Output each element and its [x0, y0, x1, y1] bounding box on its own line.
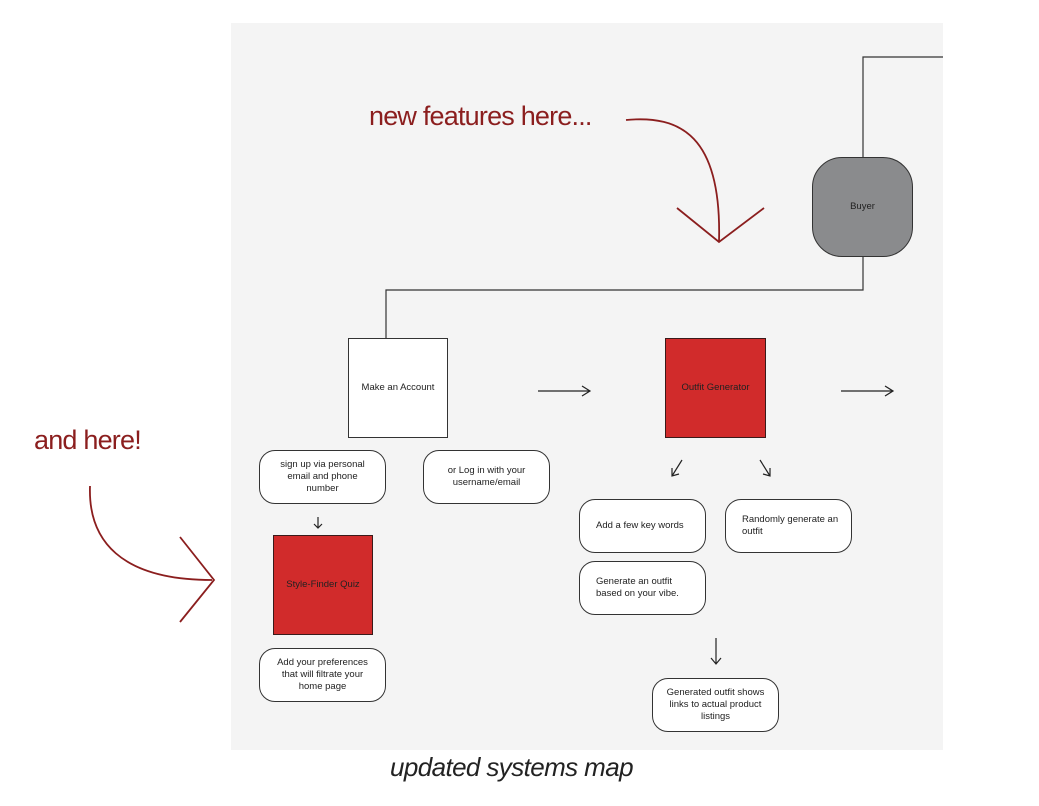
make-account-node: Make an Account — [348, 338, 448, 438]
outfit-generator-label: Outfit Generator — [681, 382, 750, 394]
vibe-label: Generate an outfit based on your vibe. — [596, 576, 679, 599]
preferences-label: Add your preferences that will filtrate … — [277, 657, 368, 692]
annotation-new-features: new features here... — [369, 101, 592, 131]
login-node: or Log in with your username/email — [423, 450, 550, 504]
generated-label: Generated outfit shows links to actual p… — [666, 687, 765, 722]
annotation-and-here: and here! — [34, 425, 142, 455]
random-label: Randomly generate an outfit — [742, 514, 839, 537]
outfit-generator-node: Outfit Generator — [665, 338, 766, 438]
buyer-node: Buyer — [812, 157, 913, 257]
diagram-board — [231, 23, 943, 750]
diagram-caption: updated systems map — [390, 752, 634, 782]
random-node: Randomly generate an outfit — [725, 499, 852, 553]
keywords-label: Add a few key words — [596, 520, 684, 532]
style-quiz-node: Style-Finder Quiz — [273, 535, 373, 635]
preferences-node: Add your preferences that will filtrate … — [259, 648, 386, 702]
annotation-arrow-left — [89, 485, 213, 581]
keywords-node: Add a few key words — [579, 499, 706, 553]
generated-node: Generated outfit shows links to actual p… — [652, 678, 779, 732]
signup-node: sign up via personal email and phone num… — [259, 450, 386, 504]
style-quiz-label: Style-Finder Quiz — [286, 579, 360, 591]
make-account-label: Make an Account — [361, 382, 435, 394]
vibe-node: Generate an outfit based on your vibe. — [579, 561, 706, 615]
buyer-label: Buyer — [850, 201, 875, 213]
login-label: or Log in with your username/email — [447, 465, 526, 488]
annotation-arrow-left-head — [179, 536, 216, 623]
signup-label: sign up via personal email and phone num… — [280, 459, 365, 494]
